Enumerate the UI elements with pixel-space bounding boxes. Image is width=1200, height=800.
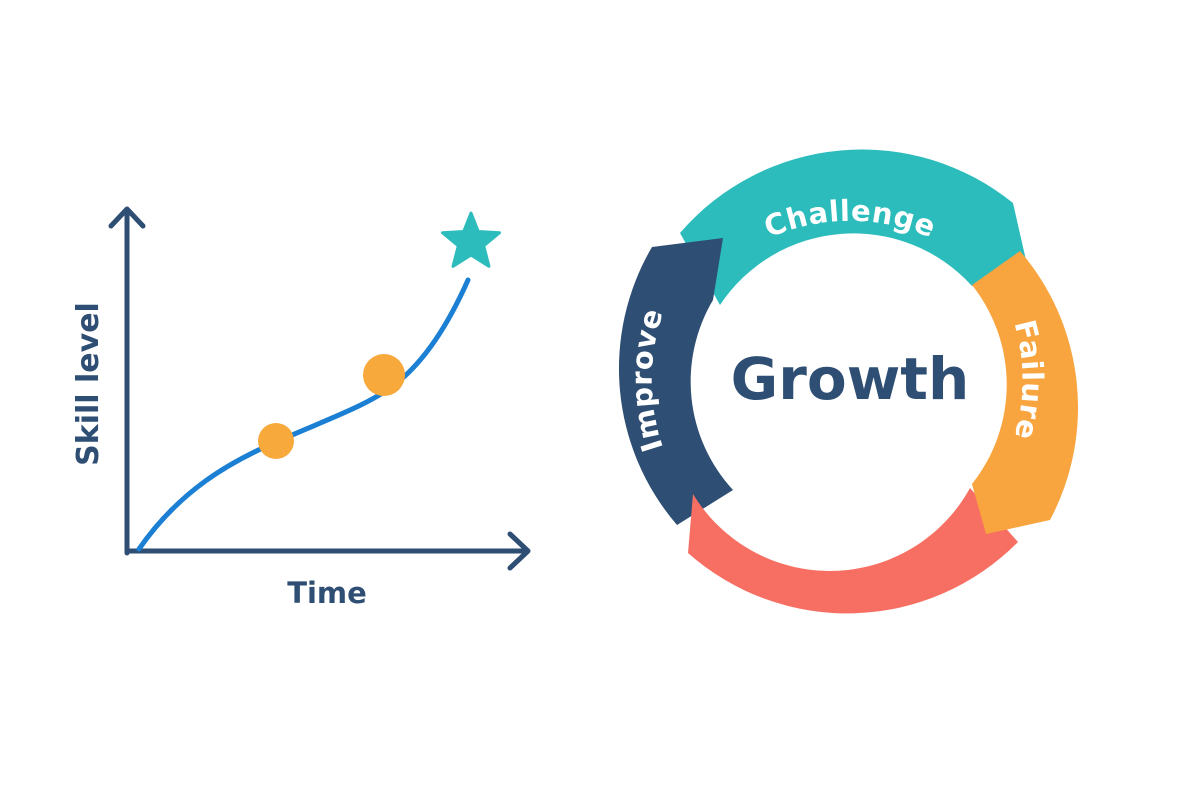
cycle-arrow-failure xyxy=(972,251,1079,534)
cycle-arrow-improve xyxy=(618,238,733,525)
cycle-arrow-challenge xyxy=(680,149,1028,305)
x-axis-label: Time xyxy=(287,576,367,610)
x-axis-arrowhead xyxy=(507,531,531,571)
growth-cycle-diagram: Challenge Failure Reflect Improve Growth xyxy=(618,149,1079,614)
growth-curve-chart: Time Skill level xyxy=(71,206,531,610)
y-axis-label: Skill level xyxy=(71,302,106,466)
cycle-center-label: Growth xyxy=(731,345,970,413)
skill-growth-curve xyxy=(136,277,471,552)
cycle-arrow-reflect xyxy=(688,488,1018,614)
milestone-point xyxy=(258,423,294,459)
star-icon xyxy=(441,211,501,268)
cycle-label-reflect: Reflect xyxy=(790,507,911,549)
y-axis-arrowhead xyxy=(108,206,146,229)
milestone-point xyxy=(363,354,405,396)
